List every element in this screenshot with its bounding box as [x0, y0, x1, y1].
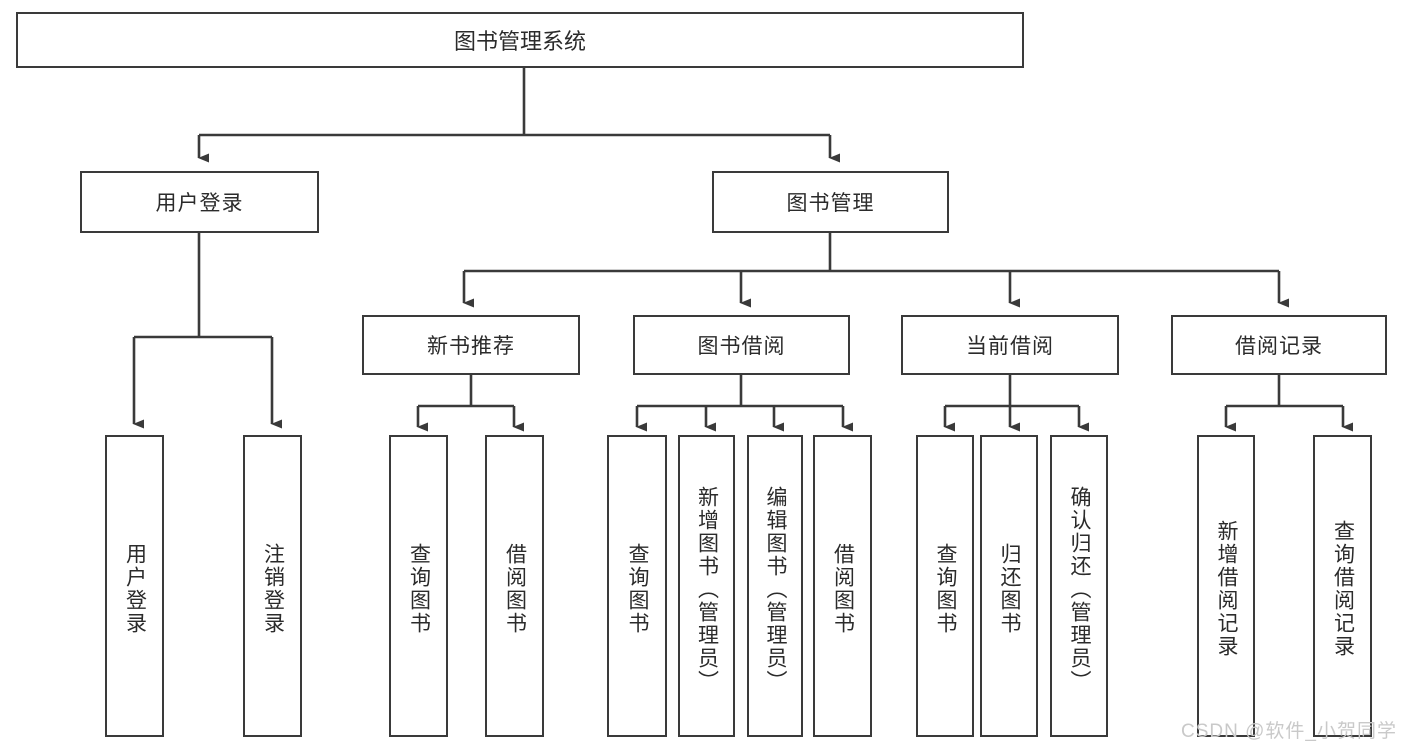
leaf-borrow-borrow-book[interactable]: 借阅图书	[813, 435, 872, 737]
node-label: 查询图书	[934, 543, 958, 635]
leaf-borrow-query[interactable]: 查询图书	[607, 435, 667, 737]
node-label: 新增图书（管理员）	[695, 485, 719, 693]
leaf-new-book-query[interactable]: 查询图书	[389, 435, 448, 737]
connector-borrow-record	[1224, 375, 1353, 432]
node-book-borrow[interactable]: 图书借阅	[633, 315, 850, 375]
node-label: 借阅图书	[831, 543, 855, 635]
node-book-manage[interactable]: 图书管理	[712, 171, 949, 233]
leaf-user-login-login[interactable]: 用户登录	[105, 435, 164, 737]
node-current-borrow[interactable]: 当前借阅	[901, 315, 1119, 375]
node-label: 借阅图书	[503, 543, 527, 635]
node-label: 确认归还（管理员）	[1068, 485, 1092, 693]
node-user-login[interactable]: 用户登录	[80, 171, 319, 233]
connector-book-manage	[462, 233, 1289, 308]
node-new-book-recommend[interactable]: 新书推荐	[362, 315, 580, 375]
node-label: 用户登录	[155, 192, 244, 215]
leaf-record-add[interactable]: 新增借阅记录	[1197, 435, 1255, 737]
leaf-borrow-add-book[interactable]: 新增图书（管理员）	[678, 435, 735, 737]
connector-new-book	[416, 375, 524, 432]
node-label: 查询图书	[407, 543, 431, 635]
node-label: 编辑图书（管理员）	[764, 485, 788, 693]
leaf-current-confirm-return[interactable]: 确认归还（管理员）	[1050, 435, 1108, 737]
node-label: 新书推荐	[427, 335, 515, 358]
node-label: 查询图书	[626, 543, 650, 635]
node-label: 新增借阅记录	[1215, 520, 1239, 658]
node-borrow-record[interactable]: 借阅记录	[1171, 315, 1387, 375]
leaf-borrow-edit-book[interactable]: 编辑图书（管理员）	[747, 435, 803, 737]
node-label: 查询借阅记录	[1331, 520, 1355, 658]
leaf-new-book-borrow[interactable]: 借阅图书	[485, 435, 544, 737]
node-label: 注销登录	[261, 543, 285, 635]
connector-root	[197, 68, 840, 163]
connector-user-login	[132, 233, 282, 429]
node-label: 图书管理系统	[453, 29, 586, 54]
node-label: 图书管理	[786, 192, 875, 215]
leaf-current-return[interactable]: 归还图书	[980, 435, 1038, 737]
leaf-user-login-logout[interactable]: 注销登录	[243, 435, 302, 737]
watermark: CSDN @软件_小贺同学	[1181, 721, 1397, 742]
leaf-current-query[interactable]: 查询图书	[916, 435, 974, 737]
node-label: 用户登录	[123, 543, 147, 635]
leaf-record-query[interactable]: 查询借阅记录	[1313, 435, 1372, 737]
connector-current-borrow	[943, 375, 1089, 432]
connector-book-borrow	[635, 375, 853, 432]
node-label: 归还图书	[998, 543, 1022, 635]
node-label: 借阅记录	[1235, 335, 1323, 358]
node-root-system[interactable]: 图书管理系统	[16, 12, 1024, 68]
node-label: 图书借阅	[697, 335, 786, 358]
node-label: 当前借阅	[966, 335, 1054, 358]
